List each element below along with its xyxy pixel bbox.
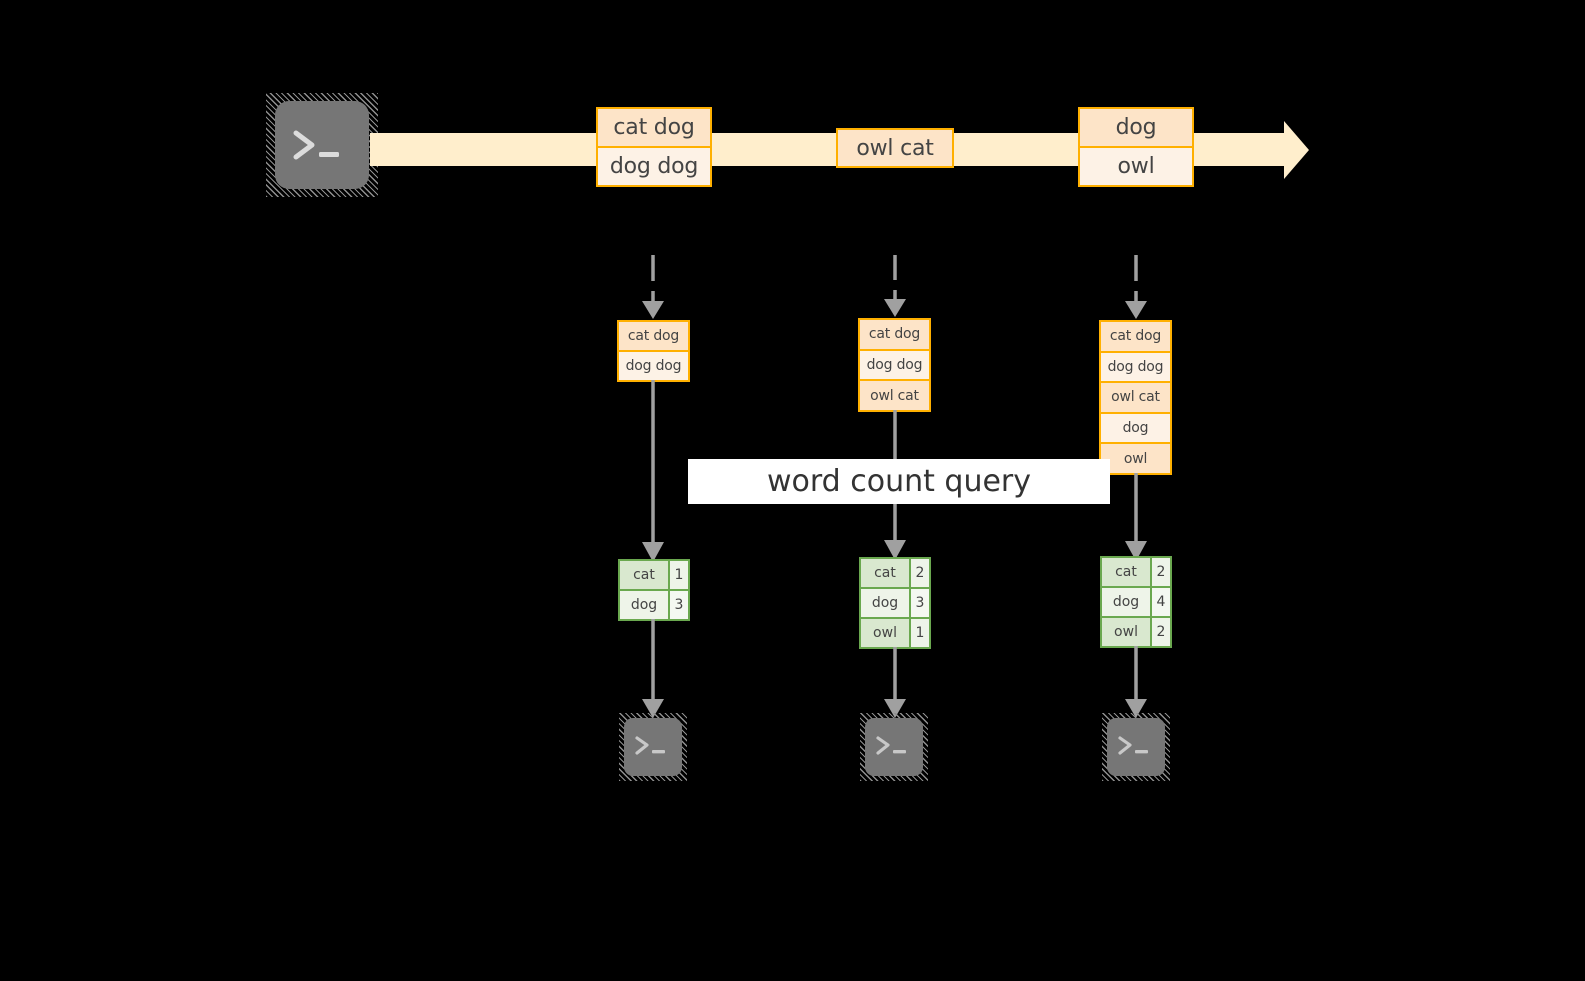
accumulated-line: owl cat (860, 379, 929, 411)
accumulated-line: owl cat (1101, 381, 1170, 412)
result-count: 2 (1150, 558, 1170, 586)
accumulated-line: cat dog (860, 320, 929, 349)
terminal-prompt-glyph (293, 130, 339, 160)
terminal-prompt-glyph (635, 736, 665, 755)
table-row: dog 4 (1102, 586, 1170, 616)
column-1-query-arrow (642, 380, 664, 562)
stream-record-line: owl cat (838, 130, 952, 166)
terminal-plate (624, 718, 682, 776)
accumulated-line: owl (1101, 442, 1170, 473)
column-3-query-arrow (1125, 473, 1147, 561)
result-word: cat (1102, 558, 1150, 586)
result-word: cat (861, 559, 909, 587)
snapshot-3-accumulated-records[interactable]: cat dog dog dog owl cat dog owl (1099, 320, 1172, 475)
table-row: cat 2 (861, 559, 929, 587)
result-count: 3 (909, 589, 929, 617)
table-row: owl 2 (1102, 616, 1170, 646)
stream-record-line: dog dog (598, 146, 710, 185)
column-2-ingest-arrow (884, 255, 906, 317)
table-row: owl 1 (861, 617, 929, 647)
stream-record-line: cat dog (598, 109, 710, 146)
terminal-prompt-glyph (876, 736, 906, 755)
terminal-plate (1107, 718, 1165, 776)
result-count: 4 (1150, 588, 1170, 616)
result-word: owl (861, 619, 909, 647)
column-2-sink-arrow (884, 647, 906, 718)
accumulated-line: dog (1101, 411, 1170, 443)
result-count: 2 (1150, 618, 1170, 646)
column-1-sink-arrow (642, 619, 664, 718)
column-1-ingest-arrow (642, 255, 664, 319)
snapshot-2-sink-terminal-icon (860, 713, 928, 781)
stream-record-1[interactable]: cat dog dog dog (596, 107, 712, 187)
word-count-query-label: word count query (688, 459, 1110, 504)
column-3-sink-arrow (1125, 646, 1147, 718)
terminal-prompt-glyph (1118, 736, 1148, 755)
result-count: 1 (668, 561, 688, 589)
result-word: dog (861, 589, 909, 617)
table-row: cat 2 (1102, 558, 1170, 586)
stream-record-2[interactable]: owl cat (836, 128, 954, 168)
snapshot-1-accumulated-records[interactable]: cat dog dog dog (617, 320, 690, 382)
stream-record-line: dog (1080, 109, 1192, 146)
accumulated-line: dog dog (860, 348, 929, 380)
stream-record-line: owl (1080, 146, 1192, 185)
result-word: cat (620, 561, 668, 589)
result-count: 3 (668, 591, 688, 619)
accumulated-line: dog dog (1101, 350, 1170, 382)
result-word: owl (1102, 618, 1150, 646)
snapshot-2-result-table[interactable]: cat 2 dog 3 owl 1 (859, 557, 931, 649)
accumulated-line: cat dog (1101, 322, 1170, 351)
accumulated-line: cat dog (619, 322, 688, 350)
terminal-plate (275, 101, 369, 189)
result-count: 1 (909, 619, 929, 647)
snapshot-1-result-table[interactable]: cat 1 dog 3 (618, 559, 690, 621)
snapshot-3-result-table[interactable]: cat 2 dog 4 owl 2 (1100, 556, 1172, 648)
terminal-plate (865, 718, 923, 776)
stream-record-3[interactable]: dog owl (1078, 107, 1194, 187)
result-word: dog (620, 591, 668, 619)
table-row: dog 3 (861, 587, 929, 617)
accumulated-line: dog dog (619, 350, 688, 380)
snapshot-1-sink-terminal-icon (619, 713, 687, 781)
event-stream-arrow-head (1284, 121, 1309, 179)
result-word: dog (1102, 588, 1150, 616)
table-row: dog 3 (620, 589, 688, 619)
table-row: cat 1 (620, 561, 688, 589)
column-3-ingest-arrow (1125, 255, 1147, 319)
snapshot-3-sink-terminal-icon (1102, 713, 1170, 781)
snapshot-2-accumulated-records[interactable]: cat dog dog dog owl cat (858, 318, 931, 412)
source-terminal-icon (266, 93, 378, 197)
result-count: 2 (909, 559, 929, 587)
